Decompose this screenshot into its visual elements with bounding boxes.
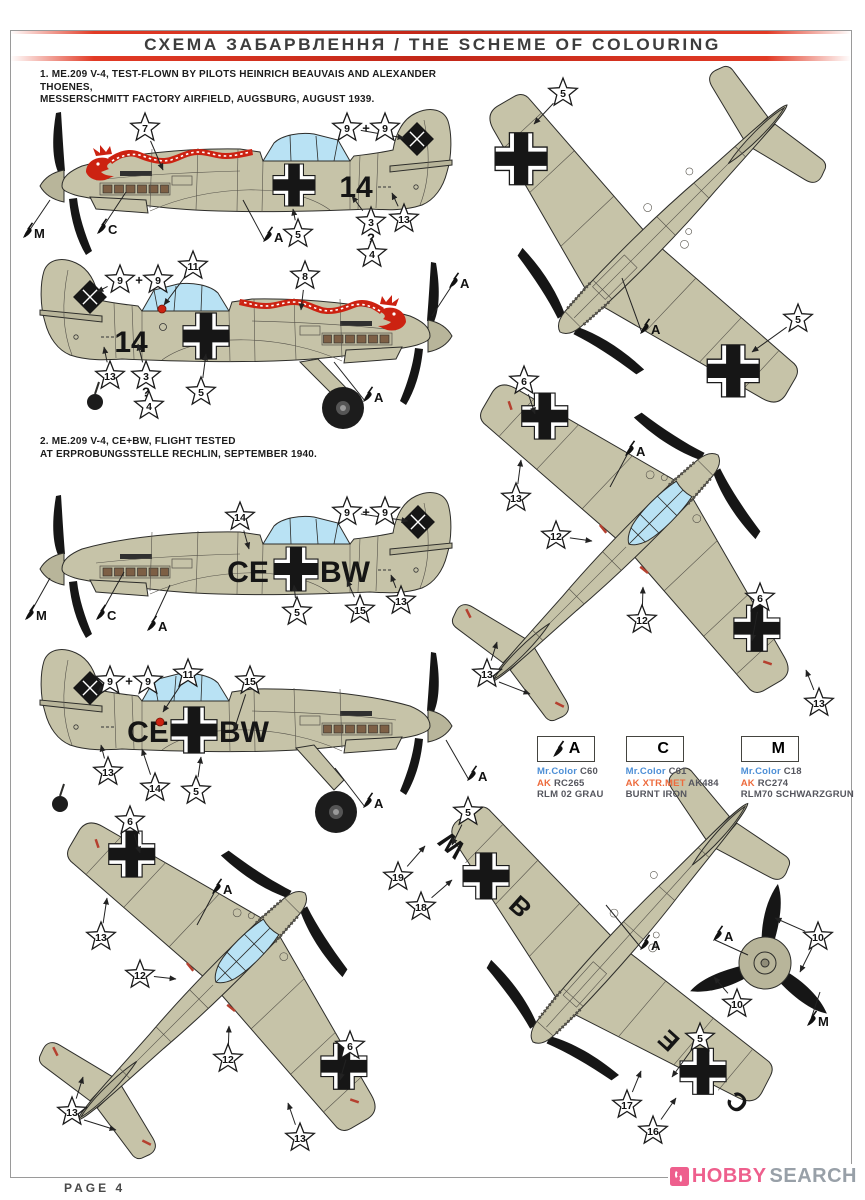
paint-swatch-m: M — [740, 736, 799, 762]
scheme1-profile-left: 14 — [39, 109, 453, 256]
swatch-letter: A — [568, 740, 581, 757]
paintbrush-icon — [641, 740, 653, 757]
scheme2-caption-line1: 2. ME.209 V-4, CE+BW, FLIGHT TESTED — [40, 436, 236, 447]
code-left: CE — [227, 556, 269, 589]
ak-code: AK484 — [688, 777, 719, 789]
legend-color-m: M Mr.Color C18 AK RC274 RLM70 SCHWARZGRU… — [740, 736, 854, 801]
paint-swatch-c: C — [625, 736, 684, 762]
ak-code: RC265 — [553, 777, 585, 789]
paint-name: BURNT IRON — [625, 789, 688, 800]
mr-color-code: C18 — [783, 766, 802, 777]
scheme2-profile-left: CE BW — [39, 492, 453, 639]
logo-hobby-text: HOBBY — [691, 1165, 767, 1187]
scheme2-caption: 2. ME.209 V-4, CE+BW, FLIGHT TESTED AT E… — [40, 436, 480, 461]
ak-brand: AK XTR.MET — [625, 777, 686, 789]
mr-color-brand: Mr.Color — [625, 766, 666, 777]
scheme1-caption: 1. ME.209 V-4, TEST-FLOWN BY PILOTS HEIN… — [40, 69, 480, 107]
mr-color-code: C61 — [668, 766, 687, 777]
tail-wheel — [52, 796, 68, 812]
paint-name: RLM70 SCHWARZGRUN — [740, 789, 854, 800]
scheme2-profile-right: CE BW — [39, 649, 453, 833]
paint-info: Mr.Color C18 AK RC274 RLM70 SCHWARZGRUN — [741, 766, 854, 801]
paint-swatch-a: A — [537, 736, 595, 762]
paintbrush-icon — [552, 740, 564, 757]
code-right: BW — [219, 716, 270, 749]
ak-brand: AK — [740, 777, 755, 789]
gear-door — [295, 744, 345, 791]
propeller-front-view — [687, 882, 833, 1020]
code-right: BW — [320, 556, 371, 589]
page-frame-right — [851, 30, 852, 1177]
fuselage-number: 14 — [339, 171, 373, 204]
scheme1-caption-line1: 1. ME.209 V-4, TEST-FLOWN BY PILOTS HEIN… — [40, 69, 437, 93]
scheme1-profile-right: 14 — [39, 259, 453, 429]
legend-color-a: A Mr.Color C60 AK RC265 RLM 02 GRAU — [537, 736, 604, 801]
page-frame-bottom — [10, 1177, 851, 1178]
tail-wheel — [87, 394, 103, 410]
title-rule-bottom — [10, 56, 851, 61]
legend-color-c: C Mr.Color C61 AK XTR.MET AK484 BURNT IR… — [625, 736, 719, 801]
logo-search-text: SEARCH — [769, 1165, 857, 1187]
page-title: СХЕМА ЗАБАРВЛЕННЯ / THE SCHEME OF COLOUR… — [144, 35, 721, 54]
paintbrush-icon — [755, 740, 767, 757]
scheme1-bottom-view — [413, 0, 865, 479]
scheme1-caption-line2: MESSERSCHMITT FACTORY AIRFIELD, AUGSBURG… — [40, 94, 375, 105]
mr-color-brand: Mr.Color — [740, 766, 781, 777]
mr-color-brand: Mr.Color — [537, 766, 578, 777]
swatch-letter: M — [771, 740, 785, 757]
mr-color-code: C60 — [579, 766, 599, 777]
red-dot-marking — [157, 304, 167, 314]
page-frame-top — [10, 30, 851, 31]
paint-info: Mr.Color C61 AK XTR.MET AK484 BURNT IRON — [626, 766, 719, 801]
scheme2-caption-line2: AT ERPROBUNGSSTELLE RECHLIN, SEPTEMBER 1… — [40, 448, 317, 460]
hobbysearch-watermark: HOBBY SEARCH — [667, 1164, 859, 1189]
fuselage-number: 14 — [114, 326, 148, 359]
paint-legend: A Mr.Color C60 AK RC265 RLM 02 GRAU C Mr… — [537, 736, 854, 801]
red-dot-marking — [155, 717, 165, 727]
hobbysearch-logo-icon — [669, 1167, 689, 1186]
paint-info: Mr.Color C60 AK RC265 RLM 02 GRAU — [537, 766, 604, 801]
page-number-label: PAGE 4 — [64, 1181, 126, 1195]
title-rule-top — [10, 31, 851, 34]
ak-code: RC274 — [757, 777, 789, 789]
ak-brand: AK — [537, 777, 552, 789]
scheme2-top-view — [0, 746, 452, 1200]
paint-name: RLM 02 GRAU — [537, 789, 604, 800]
page-frame-left — [10, 30, 11, 1177]
swatch-letter: C — [657, 740, 669, 757]
